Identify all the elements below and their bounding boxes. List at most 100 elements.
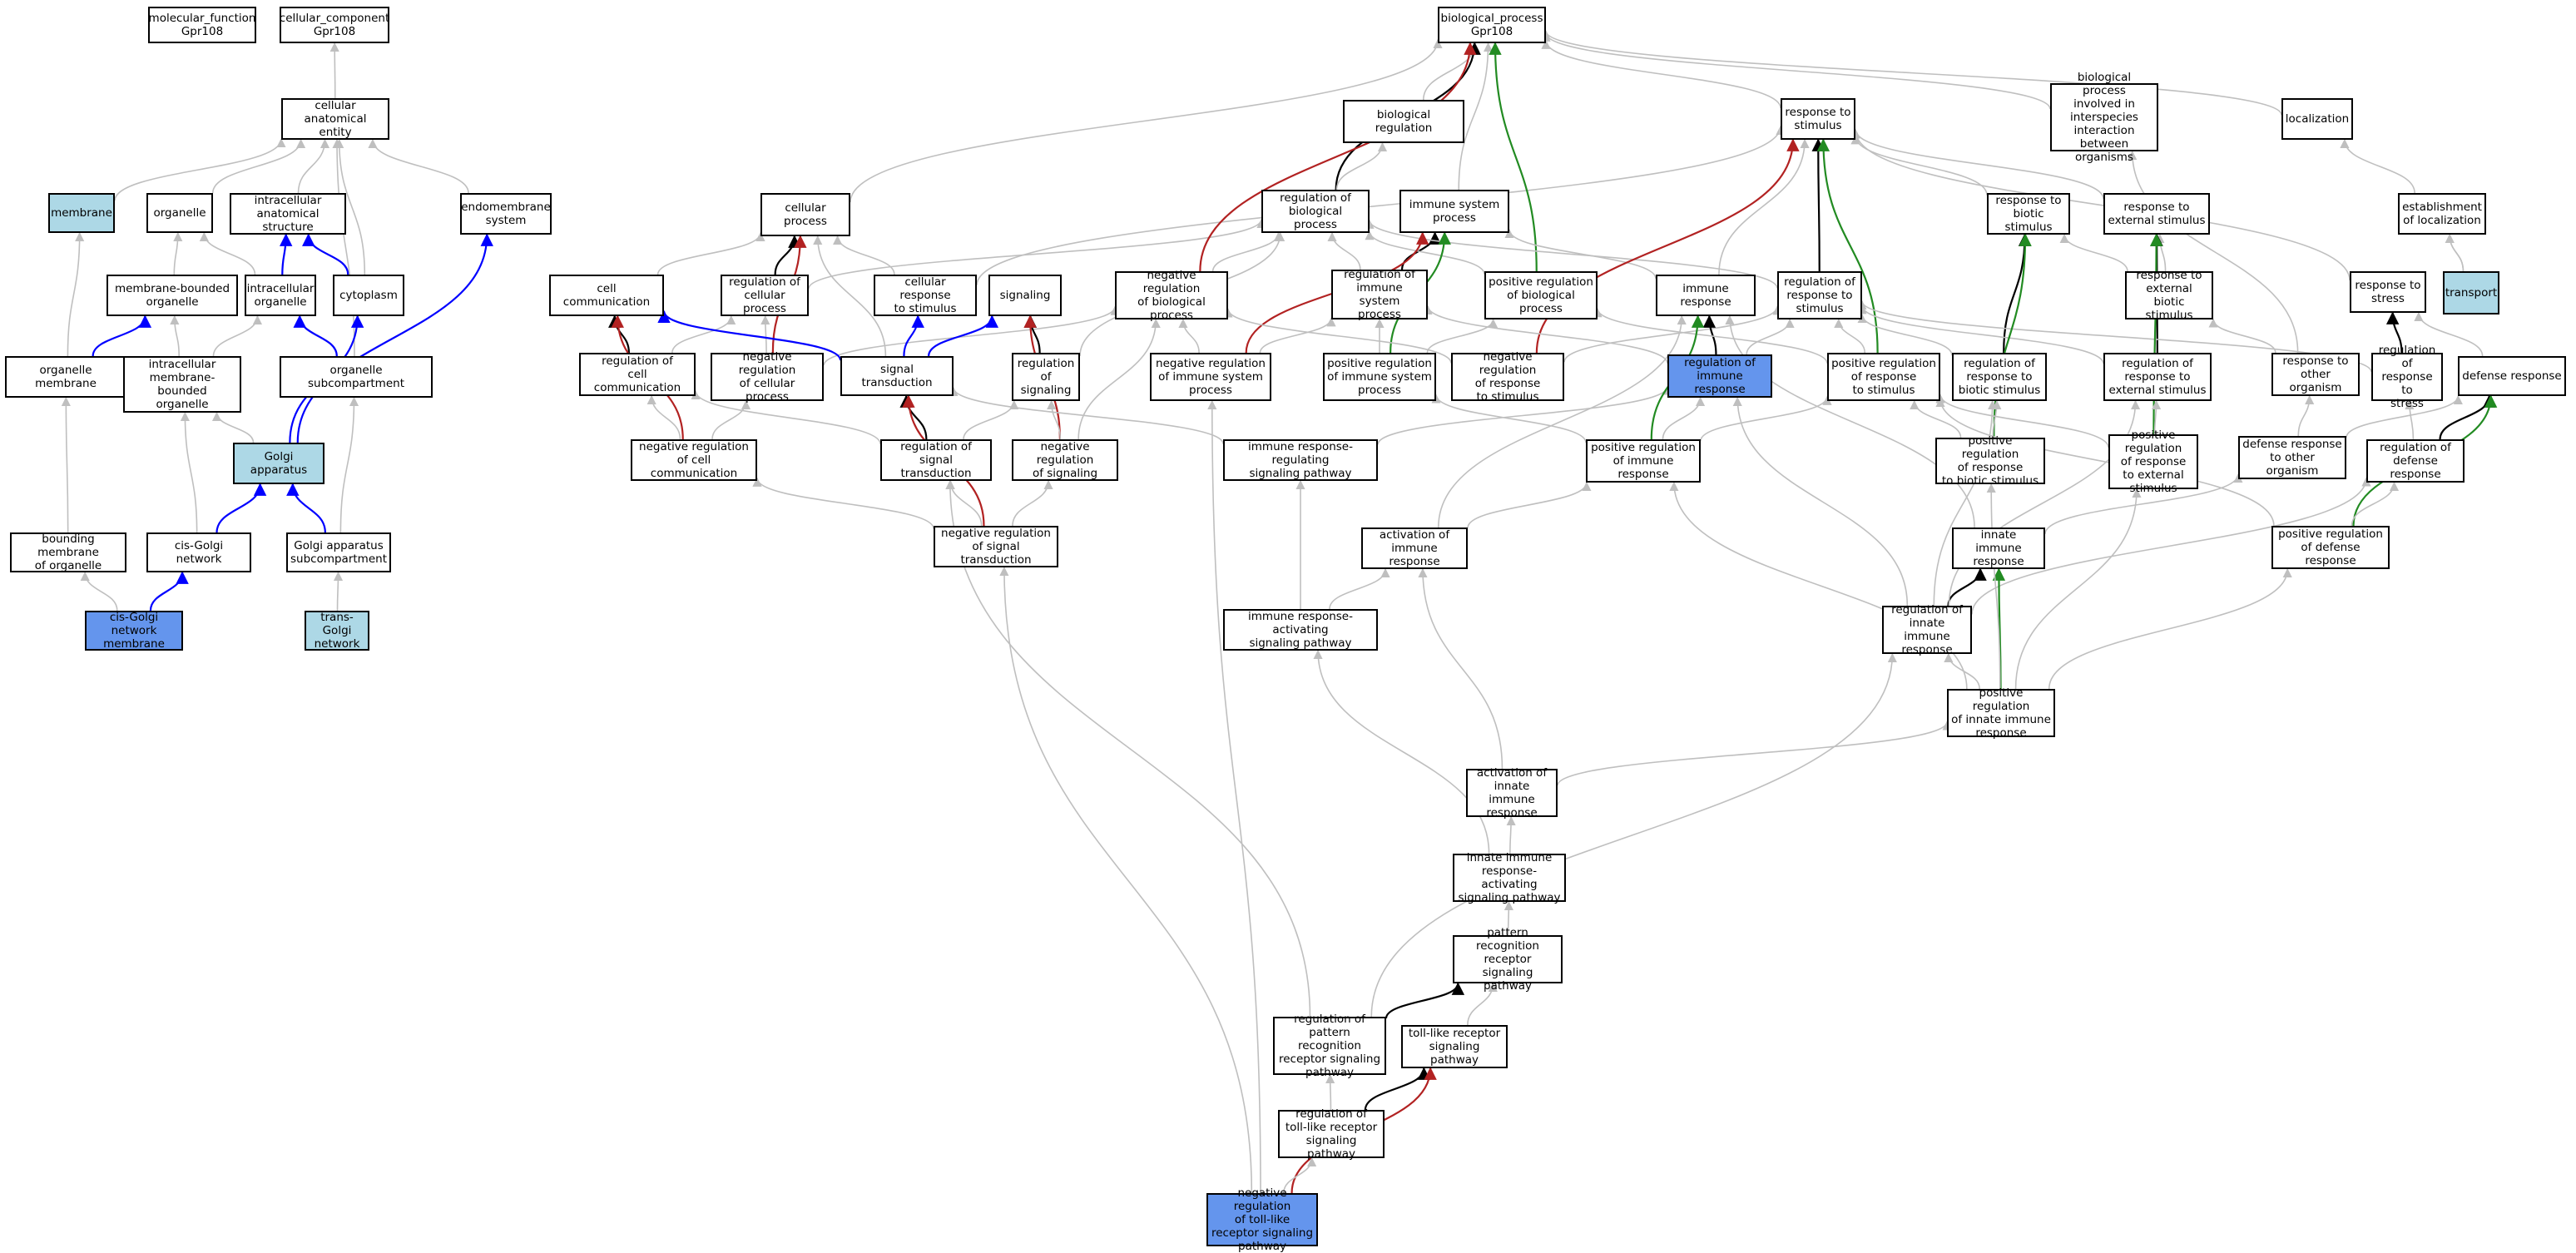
go-term-bp-root[interactable]: biological_process Gpr108	[1438, 7, 1546, 43]
go-term-respstress[interactable]: response to stress	[2350, 271, 2426, 313]
go-term-transgolgi[interactable]: trans-Golgi network	[305, 611, 369, 651]
go-term-negregresp[interactable]: negative regulation of response to stimu…	[1451, 350, 1564, 404]
go-term-irasp[interactable]: immune response-activating signaling pat…	[1223, 609, 1378, 651]
go-term-bpinter[interactable]: biological process involved in interspec…	[2050, 71, 2158, 164]
edge-is-a	[1732, 396, 1909, 607]
go-term-mf-root[interactable]: molecular_function Gpr108	[148, 7, 256, 43]
edge-is-a	[1935, 397, 2275, 527]
go-term-posregimmresp[interactable]: positive regulation of immune response	[1586, 439, 1701, 483]
go-term-immsys[interactable]: immune system process	[1399, 190, 1509, 233]
go-term-defresp[interactable]: defense response	[2458, 356, 2566, 396]
edge-part-of	[149, 571, 189, 612]
go-term-regbp[interactable]: regulation of biological process	[1261, 190, 1370, 233]
go-term-negregimmsys[interactable]: negative regulation of immune system pro…	[1150, 353, 1271, 401]
go-term-regrespext[interactable]: regulation of response to external stimu…	[2103, 353, 2212, 401]
edge-regulates	[1811, 138, 1825, 272]
go-term-immresp[interactable]: immune response	[1656, 275, 1756, 316]
go-term-organelle[interactable]: organelle	[146, 193, 213, 233]
edge-regulates	[2003, 233, 2032, 354]
edge-is-a	[2346, 394, 2463, 438]
go-term-negregbp[interactable]: negative regulation of biological proces…	[1115, 269, 1228, 322]
go-term-iirasp[interactable]: innate immune response-activating signal…	[1453, 851, 1566, 904]
go-term-regsigtrans[interactable]: regulation of signal transduction	[880, 439, 992, 481]
go-term-ias[interactable]: intracellular anatomical structure	[230, 193, 346, 235]
go-term-cellcomm[interactable]: cell communication	[549, 275, 664, 316]
go-term-orgmem[interactable]: organelle membrane	[5, 356, 126, 398]
go-term-actinnate[interactable]: activation of innate immune response	[1466, 766, 1558, 820]
go-term-innate[interactable]: innate immune response	[1952, 527, 2045, 569]
go-term-negregtlrsp[interactable]: negative regulation of toll-like recepto…	[1206, 1186, 1318, 1253]
go-term-posregdefresp[interactable]: positive regulation of defense response	[2271, 526, 2390, 569]
edge-is-a	[1077, 318, 1161, 440]
go-term-golgi[interactable]: Golgi apparatus	[233, 443, 324, 484]
go-term-respextbiotic[interactable]: response to external biotic stimulus	[2125, 269, 2213, 322]
go-term-orgsub[interactable]: organelle subcompartment	[280, 356, 433, 398]
go-term-negregcellcomm[interactable]: negative regulation of cell communicatio…	[631, 439, 757, 481]
edge-is-a	[646, 394, 681, 440]
go-term-cc-root[interactable]: cellular_component Gpr108	[280, 7, 389, 43]
edge-part-of	[903, 314, 924, 357]
edge-is-a	[1563, 305, 1782, 363]
go-term-regtlrsp[interactable]: regulation of toll-like receptor signali…	[1278, 1107, 1385, 1161]
go-term-posregimmsys[interactable]: positive regulation of immune system pro…	[1323, 353, 1436, 401]
go-term-tlrsp[interactable]: toll-like receptor signaling pathway	[1401, 1025, 1508, 1068]
go-term-cellproc[interactable]: cellular process	[760, 193, 850, 236]
go-term-posreginnate[interactable]: positive regulation of innate immune res…	[1947, 686, 2055, 740]
go-term-regprrsp[interactable]: regulation of pattern recognition recept…	[1273, 1013, 1386, 1079]
go-term-reginnate[interactable]: regulation of innate immune response	[1882, 603, 1972, 656]
edge-is-a	[173, 231, 183, 275]
go-term-golgisub[interactable]: Golgi apparatus subcompartment	[286, 532, 391, 572]
go-term-prrsp[interactable]: pattern recognition receptor signaling p…	[1453, 926, 1563, 993]
go-term-membrane[interactable]: membrane	[48, 193, 115, 233]
go-term-respbiotic[interactable]: response to biotic stimulus	[1987, 193, 2070, 235]
go-term-cytoplasm[interactable]: cytoplasm	[333, 275, 404, 316]
go-term-posregrespext[interactable]: positive regulation of response to exter…	[2108, 428, 2198, 495]
edge-is-a	[2048, 567, 2292, 690]
go-term-signaling[interactable]: signaling	[988, 275, 1062, 316]
go-term-cgnm[interactable]: cis-Golgi network membrane	[85, 611, 183, 651]
go-term-cisgolgi[interactable]: cis-Golgi network	[146, 532, 251, 572]
edge-is-a	[1047, 399, 1062, 440]
edge-is-a	[1365, 230, 1485, 275]
go-term-endomembrane[interactable]: endomembrane system	[460, 193, 552, 235]
go-term-localization[interactable]: localization	[2281, 98, 2353, 140]
go-term-negregsig[interactable]: negative regulation of signaling	[1012, 439, 1118, 481]
go-term-posregbp[interactable]: positive regulation of biological proces…	[1484, 271, 1598, 319]
go-term-actimmresp[interactable]: activation of immune response	[1361, 527, 1468, 569]
go-term-regdefresp[interactable]: regulation of defense response	[2366, 439, 2465, 483]
edge-regulates	[1385, 982, 1464, 1019]
go-term-biolreg[interactable]: biological regulation	[1343, 100, 1464, 143]
go-term-transport[interactable]: transport	[2443, 271, 2499, 314]
go-term-posregrespbiotic[interactable]: positive regulation of response to bioti…	[1935, 434, 2045, 488]
edge-is-a	[2405, 399, 2415, 440]
go-term-regrespstress[interactable]: regulation of response to stress	[2371, 344, 2443, 410]
go-term-regimmsys[interactable]: regulation of immune system process	[1331, 268, 1428, 321]
go-term-estloc[interactable]: establishment of localization	[2398, 193, 2486, 235]
go-term-regrespbiotic[interactable]: regulation of response to biotic stimulu…	[1952, 353, 2047, 401]
go-term-negregcellproc[interactable]: negative regulation of cellular process	[711, 350, 824, 404]
edge-is-a	[1857, 305, 2104, 364]
go-term-resp-stim[interactable]: response to stimulus	[1781, 98, 1855, 140]
edge-is-a	[2151, 399, 2162, 435]
go-term-irrsp[interactable]: immune response-regulating signaling pat…	[1223, 439, 1378, 481]
go-term-negregsigtrans[interactable]: negative regulation of signal transducti…	[934, 526, 1058, 567]
go-term-bmo[interactable]: bounding membrane of organelle	[10, 532, 126, 572]
edge-is-a	[945, 479, 1311, 1018]
go-term-regsig[interactable]: regulation of signaling	[1012, 353, 1080, 401]
go-term-posregresp[interactable]: positive regulation of response to stimu…	[1827, 353, 1940, 401]
go-term-defrespother[interactable]: defense response to other organism	[2238, 436, 2346, 479]
go-term-intraorg[interactable]: intracellular organelle	[245, 275, 316, 316]
go-term-cellresp[interactable]: cellular response to stimulus	[874, 275, 977, 316]
go-term-resporg[interactable]: response to other organism	[2271, 353, 2360, 396]
edge-is-a	[1541, 32, 2051, 110]
edge-is-a	[297, 138, 330, 194]
go-term-regimmresp[interactable]: regulation of immune response	[1667, 354, 1772, 398]
go-term-imbo[interactable]: intracellular membrane-bounded organelle	[123, 356, 241, 413]
go-term-regcellproc[interactable]: regulation of cellular process	[721, 275, 809, 316]
go-term-respext[interactable]: response to external stimulus	[2103, 193, 2210, 235]
go-term-cae[interactable]: cellular anatomical entity	[281, 98, 389, 140]
go-term-regresp[interactable]: regulation of response to stimulus	[1777, 271, 1862, 319]
go-term-regcellcomm[interactable]: regulation of cell communication	[579, 353, 696, 396]
go-term-sigtrans[interactable]: signal transduction	[840, 356, 954, 396]
go-term-mbo[interactable]: membrane-bounded organelle	[107, 275, 238, 316]
